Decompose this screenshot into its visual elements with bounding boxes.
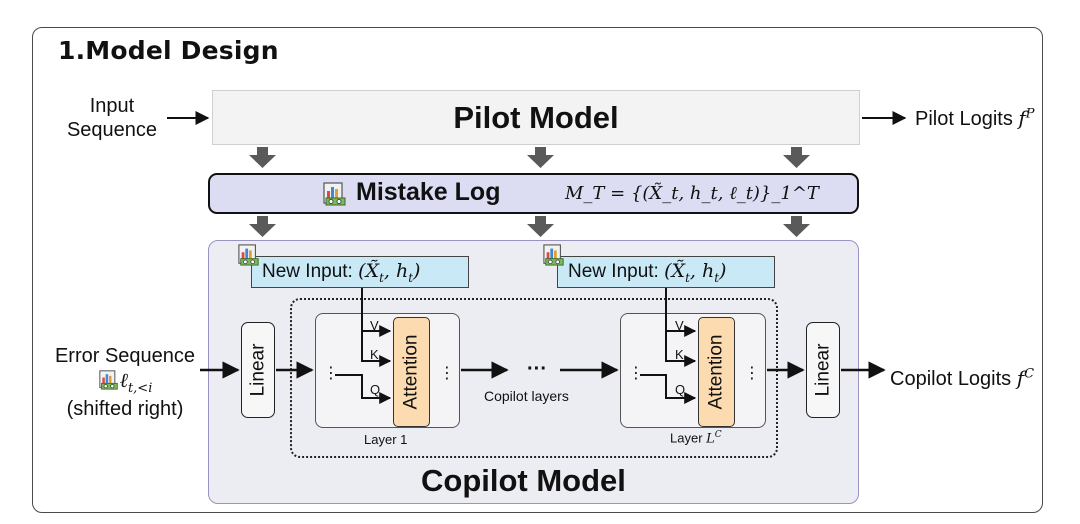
input-sequence-label: Input Sequence (62, 94, 162, 142)
new-input-box-2: New Input: (X̃t, ht) (557, 256, 775, 288)
pilot-logits-label: Pilot Logits fP (915, 106, 1035, 130)
error-sequence-line1: Error Sequence (54, 345, 196, 367)
port-q-1: Q (370, 382, 381, 397)
copilot-layers-label: Copilot layers (484, 388, 569, 404)
layer1-wiring (335, 288, 392, 404)
layerL-wiring (640, 288, 697, 404)
mistake-log-chart-icon (323, 182, 346, 206)
layer-L-label: Layer LC (670, 430, 722, 447)
input-sequence-line1: Input (89, 95, 135, 117)
down-arrows-pilot-to-log (249, 147, 810, 168)
dots-out-1: ⋮ (439, 365, 455, 382)
error-sequence-chart-icon (98, 369, 120, 393)
attention-block-L: Attention (698, 317, 735, 427)
port-k-1: K (370, 347, 379, 362)
new-input-chart-icon (238, 244, 260, 266)
port-v-1: V (370, 318, 379, 333)
pilot-model-box: Pilot Model (212, 90, 860, 145)
error-sequence-math: ℓt,<i (40, 368, 210, 397)
dots-in-1: ⋮ (323, 365, 339, 382)
error-sequence-line3: (shifted right) (66, 397, 184, 420)
pilot-model-label: Pilot Model (453, 99, 619, 135)
copilot-layers-group (290, 298, 778, 458)
mistake-log-label: Mistake Log (356, 178, 501, 206)
mistake-log-box (208, 173, 859, 214)
linear-in-box: Linear (241, 322, 275, 418)
dots-out-L: ⋮ (744, 365, 760, 382)
attention-block-1: Attention (393, 317, 430, 427)
copilot-logits-label: Copilot Logits fC (890, 366, 1035, 390)
port-v-L: V (675, 318, 684, 333)
section-title: 1.Model Design (58, 36, 279, 65)
error-sequence-label: Error Sequence ℓt,<i (shifted right) (40, 344, 210, 421)
copilot-model-label: Copilot Model (421, 463, 626, 498)
input-sequence-line2: Sequence (66, 119, 158, 141)
dots-in-L: ⋮ (628, 365, 644, 382)
layer-1-label: Layer 1 (364, 432, 408, 447)
model-design-frame (32, 27, 1043, 513)
down-arrows-log-to-copilot (249, 216, 810, 237)
new-input-chart-icon (543, 244, 565, 266)
new-input-box-1: New Input: (X̃t, ht) (251, 256, 469, 288)
layers-ellipsis: ··· (527, 358, 547, 380)
linear-out-box: Linear (806, 322, 840, 418)
port-q-L: Q (675, 382, 686, 397)
mistake-log-formula: M_T = {(X̃_t, h_t, ℓ_t)}_1^T (565, 183, 819, 204)
port-k-L: K (675, 347, 684, 362)
